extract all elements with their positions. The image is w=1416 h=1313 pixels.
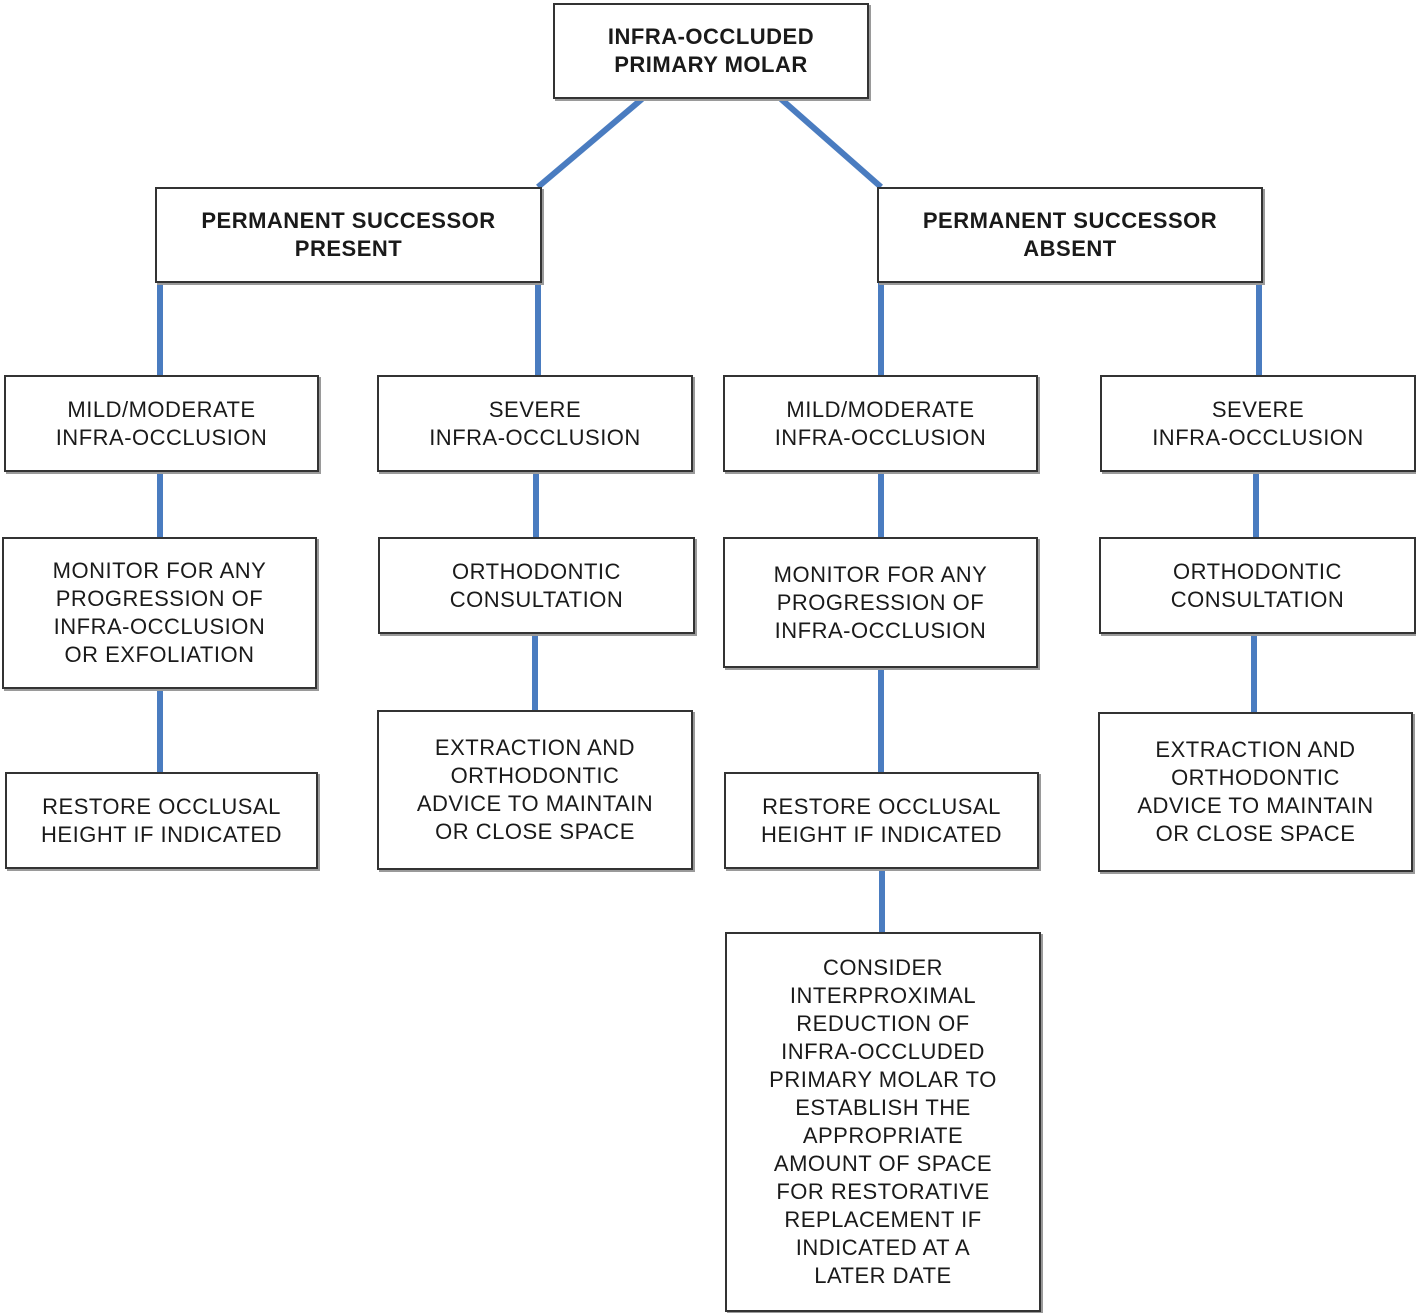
node-present-orthodontic-consultation: ORTHODONTIC CONSULTATION — [378, 537, 695, 634]
node-text: PERMANENT SUCCESSOR ABSENT — [922, 208, 1218, 261]
node-permanent-successor-absent: PERMANENT SUCCESSOR ABSENT — [877, 187, 1263, 283]
node-absent-restore-occlusal-height: RESTORE OCCLUSAL HEIGHT IF INDICATED — [724, 772, 1039, 869]
node-text: ORTHODONTIC CONSULTATION — [449, 558, 624, 612]
node-text: ORTHODONTIC CONSULTATION — [1170, 558, 1345, 612]
node-text: RESTORE OCCLUSAL HEIGHT IF INDICATED — [761, 793, 1002, 847]
node-text: PERMANENT SUCCESSOR PRESENT — [201, 208, 496, 261]
node-absent-extraction-advice: EXTRACTION AND ORTHODONTIC ADVICE TO MAI… — [1098, 712, 1413, 872]
node-present-mild-moderate: MILD/MODERATE INFRA-OCCLUSION — [4, 375, 319, 472]
node-text: MILD/MODERATE INFRA-OCCLUSION — [55, 396, 268, 450]
node-absent-severe: SEVERE INFRA-OCCLUSION — [1100, 375, 1416, 472]
node-text: SEVERE INFRA-OCCLUSION — [1152, 396, 1364, 450]
node-text: MONITOR FOR ANY PROGRESSION OF INFRA-OCC… — [773, 561, 988, 643]
root-node-infra-occluded-primary-molar: INFRA-OCCLUDED PRIMARY MOLAR — [553, 3, 869, 99]
node-text: SEVERE INFRA-OCCLUSION — [429, 396, 641, 450]
node-text: EXTRACTION AND ORTHODONTIC ADVICE TO MAI… — [1137, 737, 1374, 846]
connector-root-present — [536, 96, 644, 190]
node-absent-orthodontic-consultation: ORTHODONTIC CONSULTATION — [1099, 537, 1416, 634]
node-absent-monitor: MONITOR FOR ANY PROGRESSION OF INFRA-OCC… — [723, 537, 1038, 668]
node-text: MILD/MODERATE INFRA-OCCLUSION — [774, 396, 987, 450]
node-permanent-successor-present: PERMANENT SUCCESSOR PRESENT — [155, 187, 542, 283]
node-present-severe: SEVERE INFRA-OCCLUSION — [377, 375, 693, 472]
node-text: RESTORE OCCLUSAL HEIGHT IF INDICATED — [41, 793, 282, 847]
node-text: EXTRACTION AND ORTHODONTIC ADVICE TO MAI… — [416, 735, 654, 844]
node-text: MONITOR FOR ANY PROGRESSION OF INFRA-OCC… — [52, 558, 267, 667]
node-present-monitor: MONITOR FOR ANY PROGRESSION OF INFRA-OCC… — [2, 537, 317, 689]
node-absent-consider-interproximal-reduction: CONSIDER INTERPROXIMAL REDUCTION OF INFR… — [725, 932, 1041, 1312]
connector-root-absent — [779, 96, 883, 190]
node-present-extraction-advice: EXTRACTION AND ORTHODONTIC ADVICE TO MAI… — [377, 710, 693, 870]
root-node-text: INFRA-OCCLUDED PRIMARY MOLAR — [607, 24, 815, 77]
node-absent-mild-moderate: MILD/MODERATE INFRA-OCCLUSION — [723, 375, 1038, 472]
node-present-restore-occlusal-height: RESTORE OCCLUSAL HEIGHT IF INDICATED — [5, 772, 318, 869]
node-text: CONSIDER INTERPROXIMAL REDUCTION OF INFR… — [769, 955, 997, 1288]
